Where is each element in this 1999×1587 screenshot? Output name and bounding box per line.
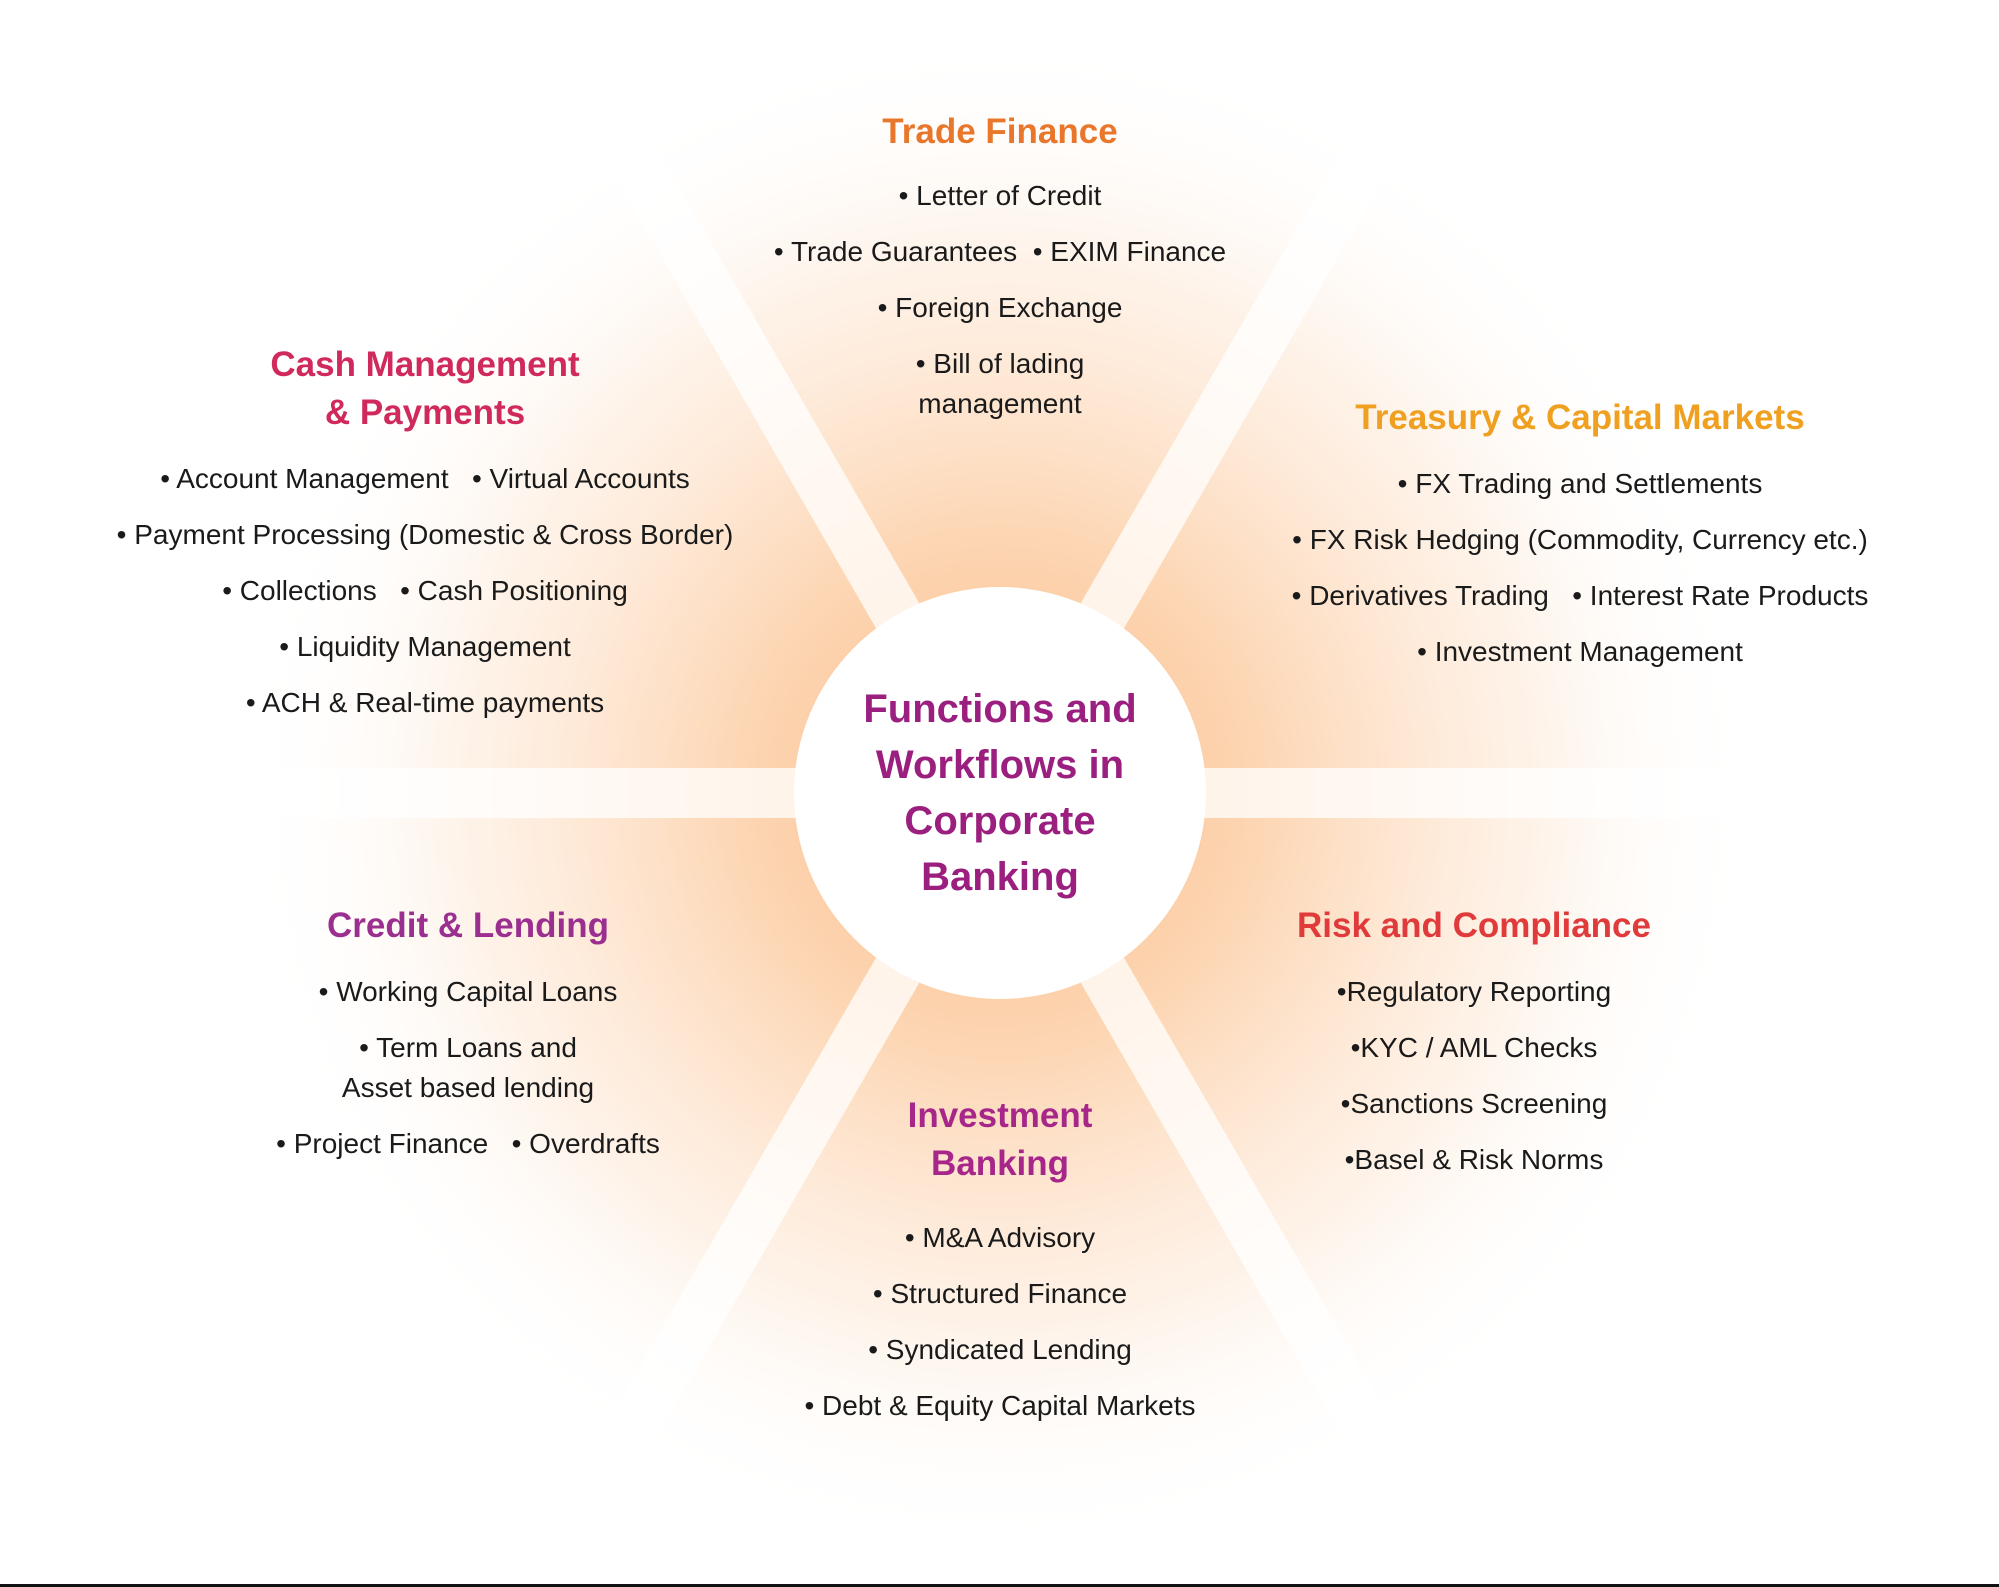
bottom-border xyxy=(0,1584,1999,1587)
list-item: • ACH & Real-time payments xyxy=(245,687,605,718)
list-item: • Bill of lading xyxy=(915,348,1085,379)
list-item: •Sanctions Screening xyxy=(1340,1088,1608,1119)
section-cash-management: Cash Management & Payments • Account Man… xyxy=(117,341,734,731)
list-item: Asset based lending xyxy=(341,1072,595,1103)
section-title: Treasury & Capital Markets xyxy=(1355,398,1805,437)
list-item: • Account Management • Virtual Accounts xyxy=(160,463,690,494)
list-item: • Derivatives Trading • Interest Rate Pr… xyxy=(1291,580,1869,611)
list-item: • Investment Management xyxy=(1417,636,1743,667)
center-title-line: Functions and xyxy=(863,687,1137,731)
list-item: • Working Capital Loans xyxy=(318,976,618,1007)
list-item: • FX Risk Hedging (Commodity, Currency e… xyxy=(1292,524,1868,555)
list-item: •Basel & Risk Norms xyxy=(1344,1144,1604,1175)
section-title: Risk and Compliance xyxy=(1297,906,1651,945)
section-credit-lending: Credit & Lending • Working Capital Loans… xyxy=(276,902,660,1172)
section-trade-finance: Trade Finance • Letter of Credit • Trade… xyxy=(774,108,1226,424)
section-treasury: Treasury & Capital Markets • FX Trading … xyxy=(1292,394,1869,680)
list-item: • Term Loans and xyxy=(359,1032,577,1063)
list-item: • Liquidity Management xyxy=(279,631,571,662)
center-title-line: Corporate xyxy=(904,799,1096,843)
section-title: Investment xyxy=(907,1096,1093,1135)
section-title: Cash Management xyxy=(270,345,580,384)
center-title-line: Banking xyxy=(921,855,1079,899)
list-item: • Trade Guarantees • EXIM Finance xyxy=(773,236,1227,267)
section-risk-compliance: Risk and Compliance •Regulatory Reportin… xyxy=(1297,902,1651,1188)
list-item: • Collections • Cash Positioning xyxy=(222,575,628,606)
section-title: & Payments xyxy=(324,393,526,432)
list-item: • Project Finance • Overdrafts xyxy=(276,1128,660,1159)
list-item: • Foreign Exchange xyxy=(877,292,1123,323)
list-item: • FX Trading and Settlements xyxy=(1397,468,1763,499)
list-item: • Letter of Credit xyxy=(898,180,1102,211)
list-item: •KYC / AML Checks xyxy=(1350,1032,1598,1063)
list-item: • Structured Finance xyxy=(872,1278,1128,1309)
list-item: • Payment Processing (Domestic & Cross B… xyxy=(116,519,734,550)
section-title: Banking xyxy=(930,1144,1070,1183)
list-item: management xyxy=(918,388,1082,419)
section-title: Credit & Lending xyxy=(327,906,609,945)
list-item: • Syndicated Lending xyxy=(868,1334,1132,1365)
center-title: Functions and Workflows in Corporate Ban… xyxy=(863,681,1136,905)
section-investment-banking: Investment Banking • M&A Advisory • Stru… xyxy=(804,1092,1195,1434)
center-title-line: Workflows in xyxy=(875,743,1125,787)
center-circle xyxy=(794,587,1206,999)
section-title: Trade Finance xyxy=(882,112,1118,151)
list-item: • M&A Advisory xyxy=(904,1222,1096,1253)
list-item: • Debt & Equity Capital Markets xyxy=(804,1390,1196,1421)
list-item: •Regulatory Reporting xyxy=(1336,976,1612,1007)
